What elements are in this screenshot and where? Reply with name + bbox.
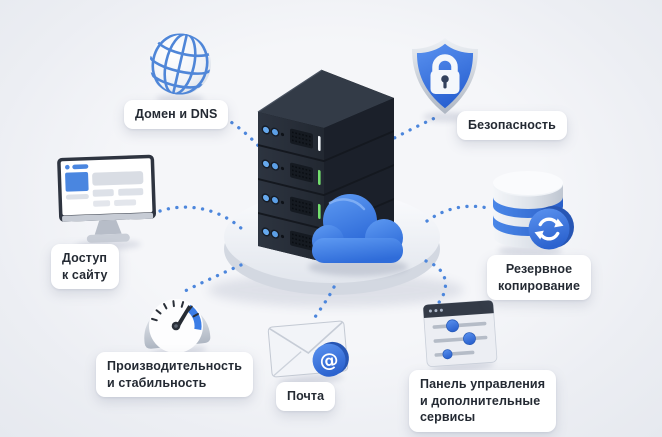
lock-icon — [430, 54, 460, 94]
connector-site — [158, 205, 244, 231]
label-backup: Резервное копирование — [487, 255, 591, 300]
speedometer-icon — [144, 299, 211, 358]
connector-backup — [425, 204, 494, 223]
label-performance: Производительность и стабильность — [96, 352, 254, 397]
label-control-panel: Панель управления и дополнительные серви… — [409, 370, 557, 432]
database-refresh-icon — [493, 171, 574, 257]
label-security: Безопасность — [457, 111, 567, 140]
server-units — [258, 112, 324, 263]
globe-icon — [148, 32, 212, 104]
connector-security — [370, 115, 439, 152]
cloud-icon — [308, 194, 408, 276]
shield-lock-icon — [412, 38, 478, 122]
at-badge: @ — [312, 341, 349, 377]
at-symbol: @ — [319, 349, 340, 373]
monitor-icon — [57, 154, 157, 251]
label-site-access: Доступ к сайту — [51, 244, 119, 289]
refresh-badge — [528, 206, 574, 250]
sliders-panel-icon — [422, 300, 498, 372]
label-mail: Почта — [276, 382, 336, 411]
label-domain-dns: Домен и DNS — [124, 100, 229, 129]
envelope-at-icon: @ — [267, 320, 349, 386]
dotted-connectors — [158, 112, 494, 325]
